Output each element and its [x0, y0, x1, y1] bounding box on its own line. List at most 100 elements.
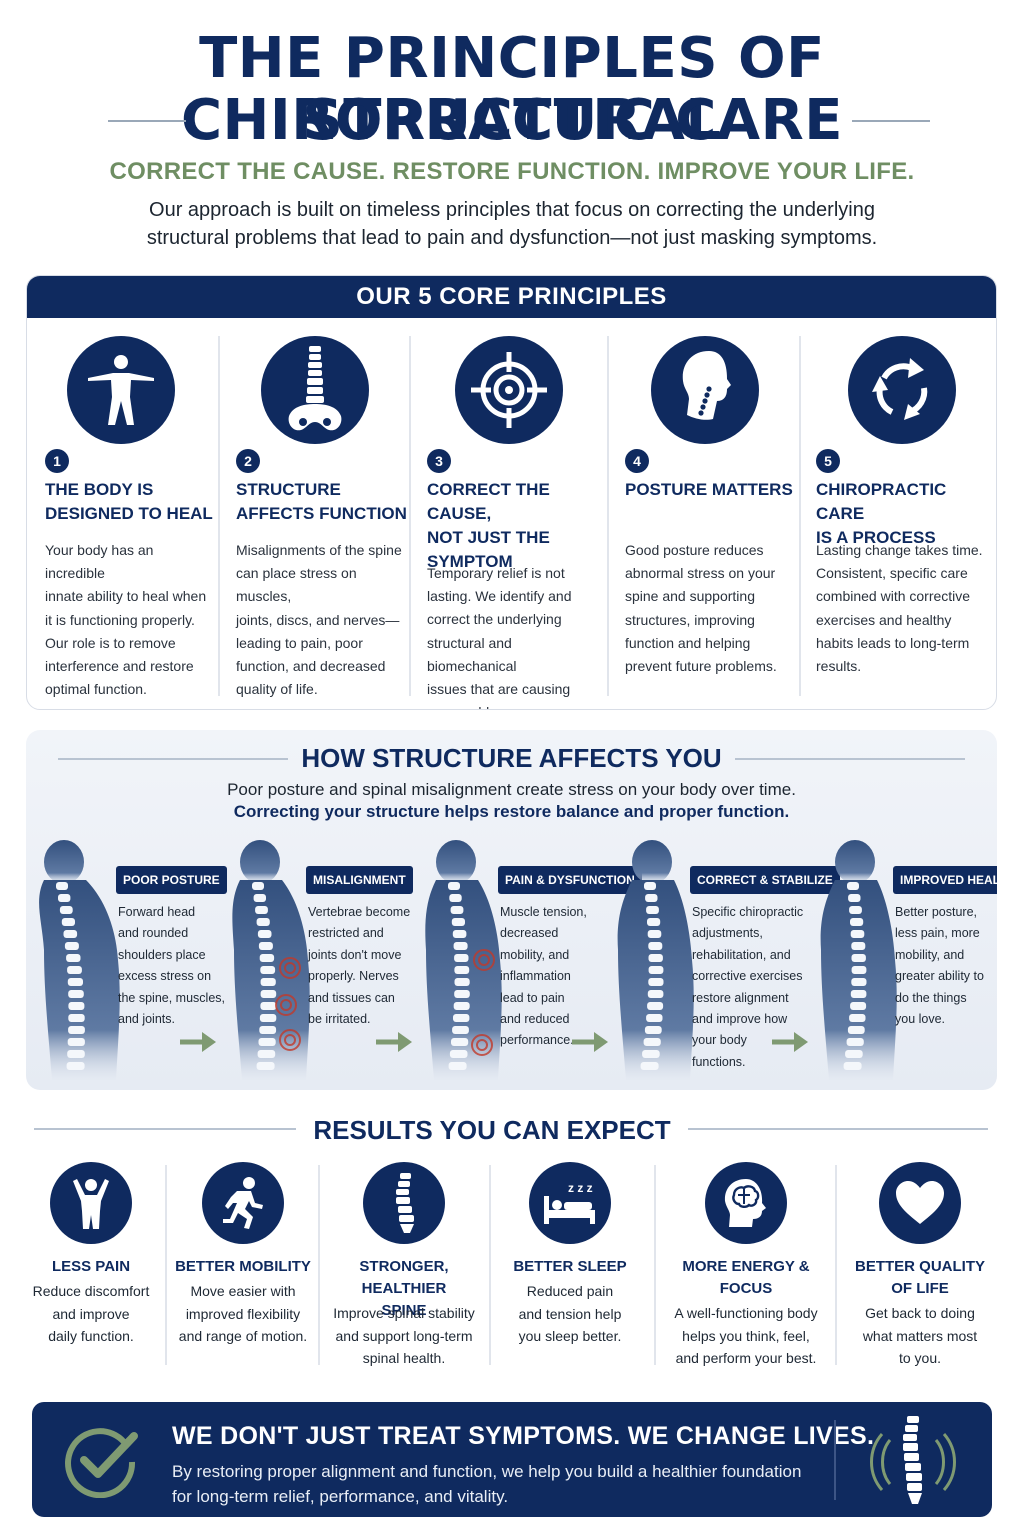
text-line: Improve spinal stability [333, 1305, 475, 1321]
result-title: BETTER MOBILITY [175, 1258, 311, 1275]
rule-right [735, 758, 965, 760]
text-line: Your body has an incredible [45, 542, 154, 582]
text-line: performance. [500, 1033, 574, 1048]
result-better-mobility: BETTER MOBILITY Move easier with improve… [172, 1162, 314, 1382]
body-silhouette-figure [820, 840, 897, 1080]
column-divider [799, 336, 801, 696]
result-title: LESS PAIN [51, 1258, 131, 1275]
pain-ring [471, 1034, 493, 1056]
zzz-label: z z z [568, 1181, 593, 1195]
vertebra [66, 954, 81, 962]
text-line: optimal function. [45, 681, 147, 698]
result-energy-focus: MORE ENERGY & FOCUS A well-functioning b… [660, 1162, 832, 1382]
vertebra [851, 954, 866, 962]
vertebra [451, 918, 465, 926]
vertebra [63, 930, 78, 938]
vertebra [260, 1002, 277, 1010]
vertebra [849, 906, 862, 914]
vertebra [646, 1014, 663, 1022]
text-line: spinal health. [362, 1350, 446, 1366]
column-divider [489, 1165, 491, 1365]
text-line: and rounded [118, 926, 189, 941]
principle-number: 1 [45, 449, 69, 473]
principle-title: THE BODY IS DESIGNED TO HEAL [45, 478, 225, 526]
vertebra [453, 1002, 470, 1010]
text-line: properly. Nerves [308, 969, 399, 984]
vertebra [453, 1014, 470, 1022]
brain-head-icon [705, 1162, 787, 1244]
vertebra [647, 930, 662, 938]
principle-text: Good posture reduces abnormal stress on … [625, 539, 797, 678]
principle-1: 1 THE BODY IS DESIGNED TO HEAL Your body… [27, 336, 217, 697]
vertebra [851, 978, 867, 986]
vertebra [66, 1062, 85, 1070]
footer-heading: WE DON'T JUST TREAT SYMPTOMS. WE CHANGE … [172, 1422, 875, 1450]
vertebra [454, 978, 470, 986]
text-line: can place stress on muscles, [236, 565, 357, 605]
text-line: adjustments, [692, 926, 763, 941]
text-line: and improve [52, 1305, 130, 1322]
principle-title-line: DESIGNED TO HEAL [45, 504, 213, 523]
result-text: Reduce discomfort and improve daily func… [20, 1280, 162, 1348]
result-text: Reduced pain and tension help you sleep … [496, 1280, 644, 1348]
pain-ring [280, 999, 292, 1011]
text-line: corrective exercises [692, 969, 803, 984]
text-line: functions. [692, 1054, 746, 1069]
text-line: helps you think, feel, [682, 1327, 810, 1344]
text-line: shoulders place [118, 947, 206, 962]
body-silhouette-figure [39, 840, 120, 1080]
vertebra [454, 990, 470, 998]
title-rule-right [852, 120, 930, 122]
vertebra [647, 1002, 664, 1010]
text-line: and improve how [692, 1012, 788, 1027]
text-line: and joints. [118, 1012, 175, 1027]
principle-title-line: NOT JUST THE [427, 528, 550, 547]
spine-waves-icon [870, 1416, 956, 1504]
vertebra [848, 894, 861, 902]
result-stronger-spine: STRONGER, HEALTHIER SPINE Improve spinal… [322, 1162, 486, 1382]
heart-icon [879, 1162, 961, 1244]
text-line: Our role is to remove [45, 634, 176, 651]
result-text: Move easier with improved flexibility an… [172, 1280, 314, 1348]
vertebra [644, 1026, 662, 1034]
page-title-line1: THE PRINCIPLES OF STRUCTURAL [199, 26, 825, 153]
text-line: mobility, and [895, 947, 965, 962]
vertebra [257, 1050, 276, 1058]
vertebra [846, 1038, 864, 1046]
column-divider [318, 1165, 320, 1365]
structure-panel: HOW STRUCTURE AFFECTS YOU Poor posture a… [26, 730, 997, 1090]
cheering-person-icon [50, 1162, 132, 1244]
vertebra [253, 894, 266, 902]
text-line: your body [692, 1033, 747, 1048]
text-line: joints, discs, and nerves— [236, 611, 400, 628]
text-line: it is functioning properly. [45, 611, 195, 628]
vertebra [648, 978, 664, 986]
result-title-line: OF LIFE [891, 1280, 949, 1297]
footer-banner: WE DON'T JUST TREAT SYMPTOMS. WE CHANGE … [32, 1402, 992, 1517]
principle-title-line: SYMPTOM [427, 552, 513, 571]
principle-text: Misalignments of the spine can place str… [236, 539, 408, 701]
text-line: By restoring proper alignment and functi… [172, 1462, 802, 1481]
vertebra [64, 942, 79, 950]
vertebra [845, 1050, 863, 1058]
stage-label: CORRECT & STABILIZE [690, 866, 840, 894]
vertebra [850, 930, 865, 938]
text-line: prevent future problems. [625, 658, 777, 675]
pain-ring [279, 1029, 301, 1051]
text-line: for long-term relief, performance, and v… [172, 1486, 509, 1506]
result-title-line: FOCUS [719, 1280, 773, 1297]
result-text: Improve spinal stability and support lon… [322, 1302, 486, 1370]
stage-label: MISALIGNMENT [306, 866, 413, 894]
principle-2: 2 STRUCTURE AFFECTS FUNCTION Misalignmen… [218, 336, 408, 697]
vertebra [851, 942, 866, 950]
text-line: structures, improving [625, 611, 755, 628]
stage-4: CORRECT & STABILIZE Specific chiropracti… [612, 840, 840, 1080]
text-line: you love. [895, 1012, 946, 1027]
text-line: correct the underlying [427, 611, 562, 628]
text-line: and range of motion. [178, 1328, 308, 1344]
vertebra [258, 1038, 276, 1046]
rule-left [58, 758, 288, 760]
vertebra [454, 966, 470, 974]
